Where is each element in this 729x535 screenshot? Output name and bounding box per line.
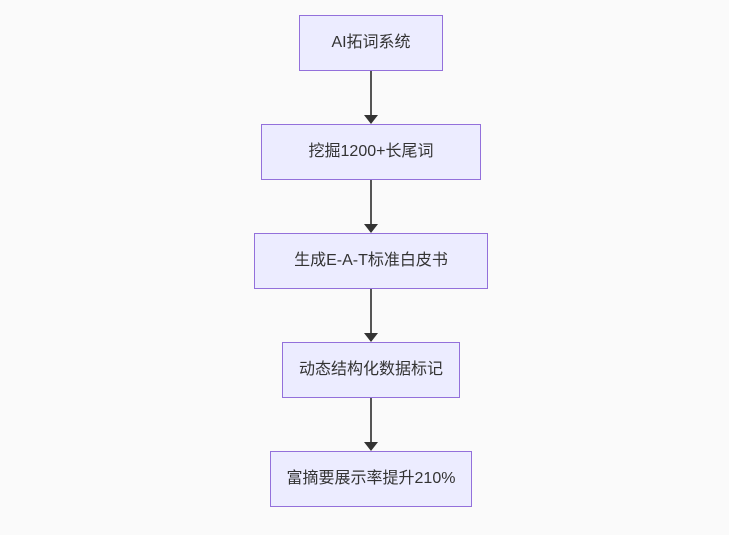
node-label: 挖掘1200+长尾词 bbox=[308, 143, 434, 161]
edge-line bbox=[370, 398, 372, 442]
node-label: 富摘要展示率提升210% bbox=[286, 470, 456, 488]
arrowhead-down-icon bbox=[364, 442, 378, 451]
flow-column: AI拓词系统 挖掘1200+长尾词 生成E-A-T标准白皮书 动态结构化数据标记 bbox=[254, 15, 488, 507]
node-label: 动态结构化数据标记 bbox=[298, 361, 443, 379]
arrowhead-down-icon bbox=[364, 224, 378, 233]
flow-edge-2 bbox=[364, 180, 378, 233]
edge-line bbox=[370, 180, 372, 224]
flow-node-rich-snippet-rate-increase: 富摘要展示率提升210% bbox=[269, 451, 473, 507]
flow-node-dynamic-structured-data-markup: 动态结构化数据标记 bbox=[281, 342, 460, 398]
node-label: 生成E-A-T标准白皮书 bbox=[294, 252, 448, 270]
flow-edge-3 bbox=[364, 289, 378, 342]
arrowhead-down-icon bbox=[364, 333, 378, 342]
flow-node-ai-word-expansion-system: AI拓词系统 bbox=[299, 15, 443, 71]
flow-edge-1 bbox=[364, 71, 378, 124]
node-label: AI拓词系统 bbox=[331, 34, 411, 52]
arrowhead-down-icon bbox=[364, 115, 378, 124]
flow-node-mine-longtail-keywords: 挖掘1200+长尾词 bbox=[261, 124, 481, 180]
edge-line bbox=[370, 289, 372, 333]
flow-edge-4 bbox=[364, 398, 378, 451]
edge-line bbox=[370, 71, 372, 115]
flow-node-generate-eat-whitepaper: 生成E-A-T标准白皮书 bbox=[254, 233, 488, 289]
